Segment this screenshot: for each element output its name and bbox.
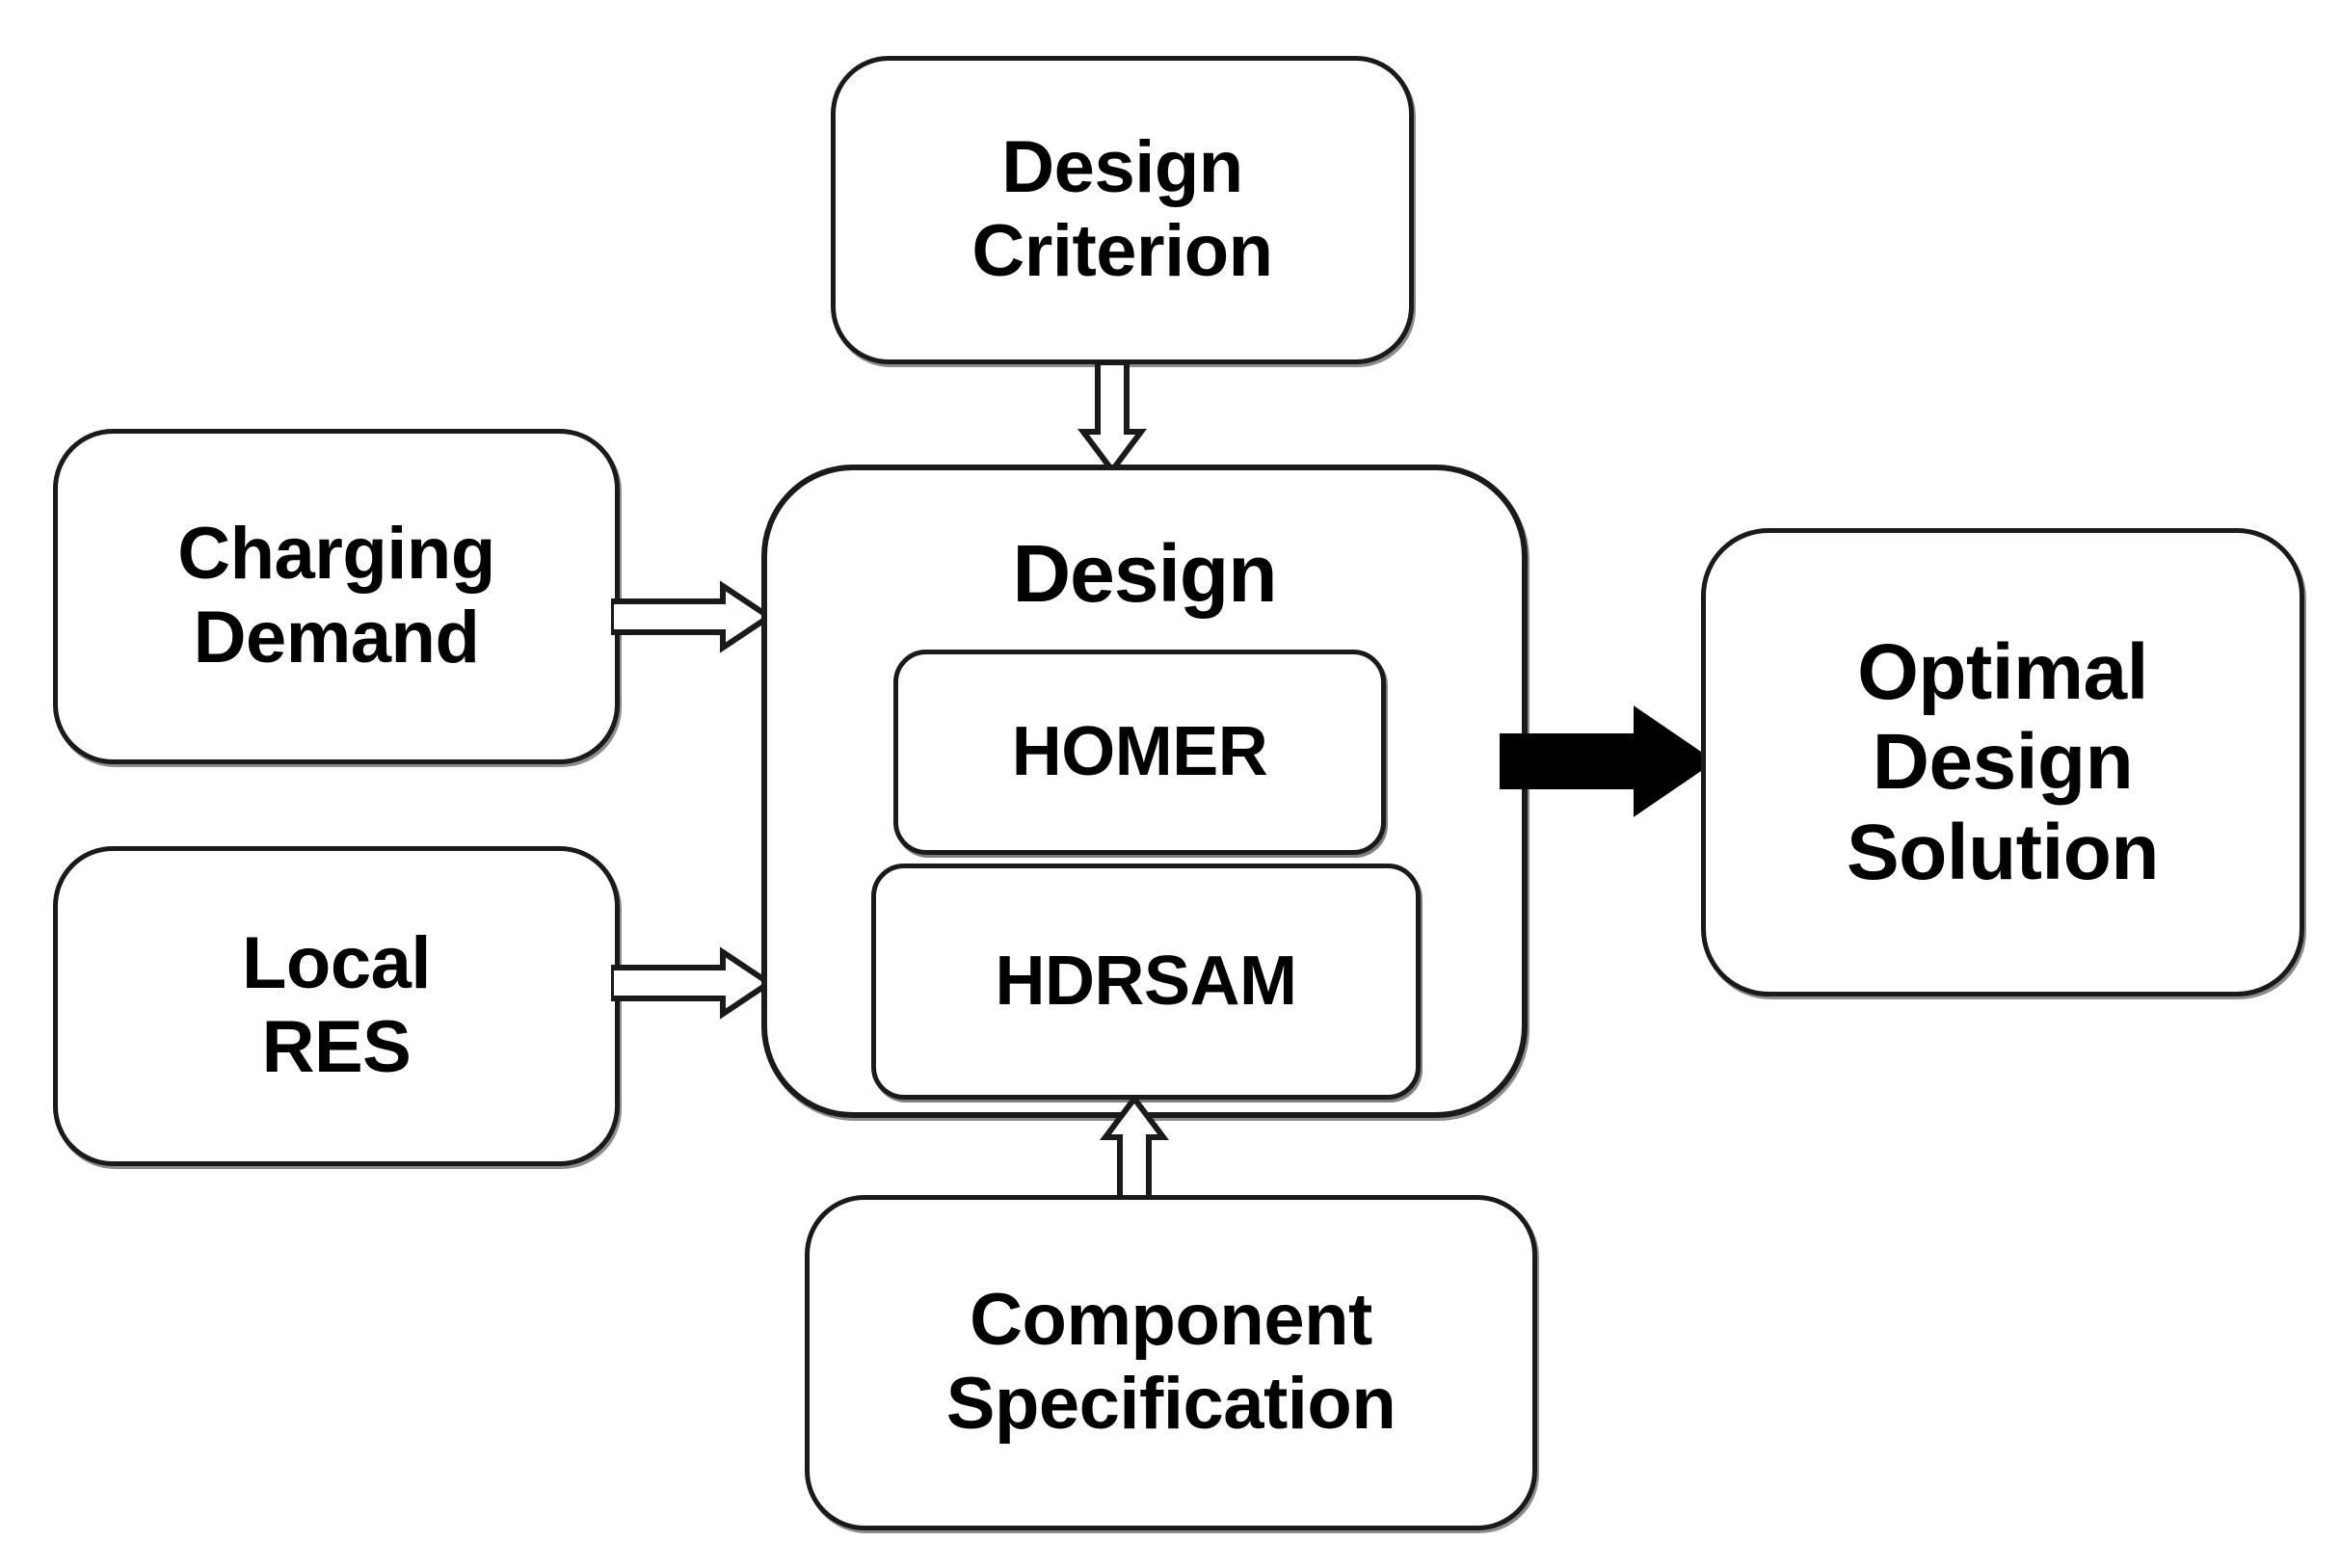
node-optimal-design-solution[interactable]: Optimal Design Solution xyxy=(1701,528,2304,997)
node-charging-demand-label: Charging Demand xyxy=(177,513,495,678)
node-homer[interactable]: HOMER xyxy=(893,650,1386,855)
node-homer-label: HOMER xyxy=(1011,713,1268,791)
arrow-design-criterion-to-design xyxy=(1077,362,1147,474)
node-charging-demand[interactable]: Charging Demand xyxy=(53,429,620,764)
node-design[interactable]: Design HOMER HDRSAM xyxy=(761,465,1528,1118)
node-design-criterion-label: Design Criterion xyxy=(971,126,1273,292)
arrow-component-spec-to-design xyxy=(1099,1095,1170,1207)
node-design-criterion[interactable]: Design Criterion xyxy=(831,56,1414,364)
node-component-specification-label: Component Specification xyxy=(945,1279,1396,1445)
node-optimal-design-solution-label: Optimal Design Solution xyxy=(1847,627,2159,896)
node-hdrsam[interactable]: HDRSAM xyxy=(871,864,1421,1100)
arrow-design-to-optimal-solution xyxy=(1500,702,1715,821)
arrow-local-res-to-design xyxy=(611,940,773,1026)
node-component-specification[interactable]: Component Specification xyxy=(805,1195,1537,1530)
node-local-res[interactable]: Local RES xyxy=(53,846,620,1166)
node-local-res-label: Local RES xyxy=(242,922,432,1088)
node-hdrsam-label: HDRSAM xyxy=(995,943,1297,1021)
node-design-title: Design xyxy=(1012,528,1277,619)
arrow-charging-demand-to-design xyxy=(611,573,773,660)
